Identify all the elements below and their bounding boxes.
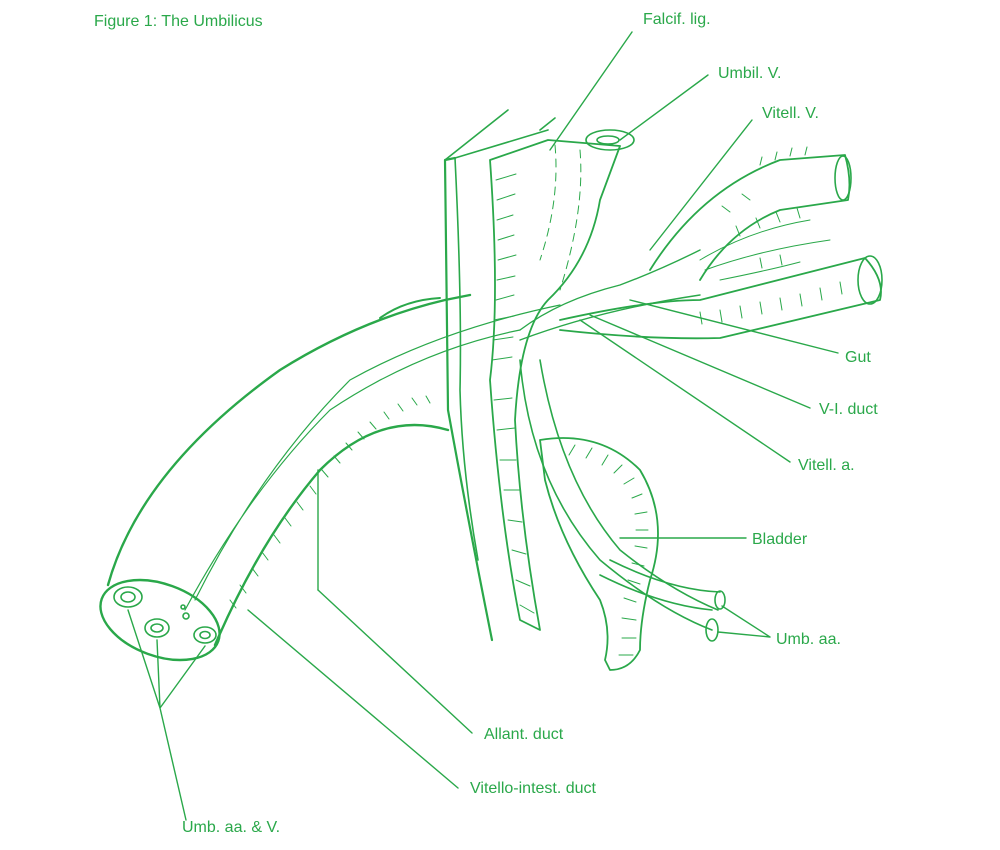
umbilical-vessel-1-lumen (120, 591, 136, 603)
abdominal-wall-inner (454, 157, 479, 561)
umbilical-vessel-3-lumen (199, 630, 211, 640)
gut-lower-end (857, 255, 883, 305)
bladder (539, 437, 659, 671)
umbilical-cord (106, 293, 472, 647)
umbilical-artery-b (599, 559, 721, 611)
umbilical-vessel-3 (193, 626, 217, 644)
umbilical-artery-a-end (705, 618, 719, 642)
bladder-hatching (568, 444, 649, 656)
gut-lower (559, 257, 882, 340)
cord-hatching (229, 395, 431, 609)
label-vitelline-artery: Vitell. a. (798, 457, 855, 474)
falciform-ligament (489, 139, 621, 631)
umbilical-artery-b-end (714, 590, 726, 610)
abdominal-wall (443, 156, 494, 642)
label-umbilical-arteries-and-vein: Umb. aa. & V. (182, 819, 281, 836)
vitelline-vessels (519, 249, 701, 341)
mesentery-vessels (699, 193, 831, 281)
leader-lines (127, 31, 839, 821)
label-umbilical-arteries: Umb. aa. (776, 631, 841, 648)
figure-title: Figure 1: The Umbilicus (94, 13, 263, 30)
falciform-hatching (491, 173, 535, 614)
umbilical-artery-a (519, 359, 719, 631)
cord-bulge (379, 297, 441, 319)
umbilical-vein-ring (585, 129, 635, 151)
label-vi-duct: V-I. duct (819, 401, 878, 418)
falciform-dashed (539, 144, 582, 291)
gut-hatching (699, 146, 843, 325)
umbilical-vessel-2-lumen (150, 623, 164, 633)
label-umbilical-vein: Umbil. V. (718, 65, 782, 82)
umbilical-vessel-2 (144, 618, 170, 638)
label-allantoic-duct: Allant. duct (484, 726, 564, 743)
label-vitelline-vein: Vitell. V. (762, 105, 819, 122)
gut-upper-end (834, 155, 852, 201)
abdominal-wall-top (444, 109, 556, 161)
duct-lumen-a (182, 612, 190, 620)
gut-upper (649, 154, 851, 281)
duct-lumen-b (180, 604, 186, 610)
label-vitello-intestinal-duct: Vitello-intest. duct (470, 780, 596, 797)
label-gut: Gut (845, 349, 871, 366)
cord-inner-line (184, 304, 561, 611)
umbilical-vein-lumen (596, 135, 620, 145)
label-bladder: Bladder (752, 531, 808, 548)
cord-cut-face (99, 578, 221, 662)
label-falciform-ligament: Falcif. lig. (643, 11, 711, 28)
umbilical-vessel-1 (113, 586, 143, 608)
